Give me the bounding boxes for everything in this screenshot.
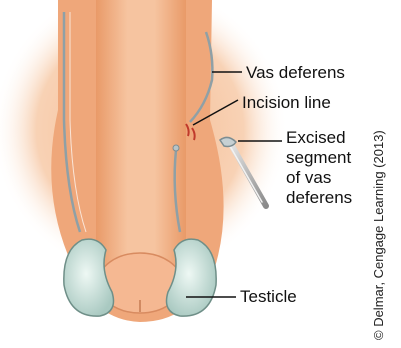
copyright-credit: © Delmar, Cengage Learning (2013) bbox=[372, 130, 385, 340]
label-excised-line-2: segment bbox=[286, 148, 352, 168]
label-excised-segment: Excised segment of vas deferens bbox=[286, 128, 352, 208]
label-excised-line-1: Excised bbox=[286, 128, 352, 148]
label-excised-line-4: deferens bbox=[286, 188, 352, 208]
penis-shaft bbox=[96, 0, 186, 276]
vas-cut-end bbox=[173, 145, 179, 151]
right-testicle bbox=[167, 239, 217, 316]
label-vas-deferens: Vas deferens bbox=[246, 64, 345, 81]
label-testicle: Testicle bbox=[240, 288, 297, 305]
label-excised-line-3: of vas bbox=[286, 168, 352, 188]
label-incision-line: Incision line bbox=[242, 94, 331, 111]
left-testicle bbox=[64, 239, 114, 316]
